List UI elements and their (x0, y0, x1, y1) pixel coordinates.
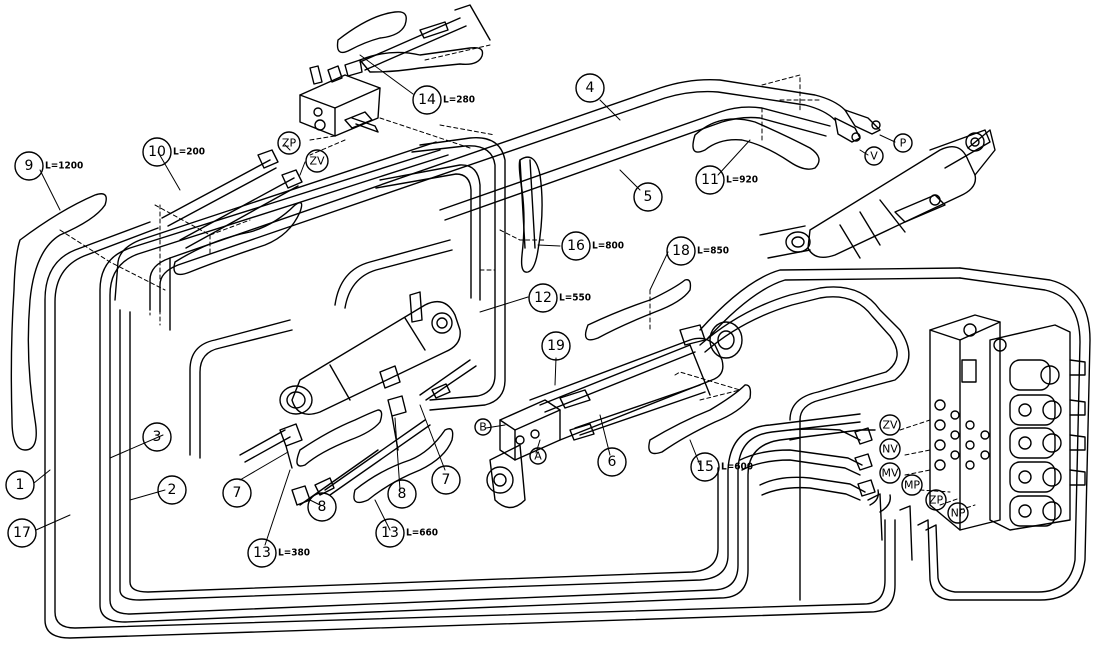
callout-number: 7 (233, 485, 242, 501)
callout-number: 6 (608, 454, 617, 470)
port-label: B (479, 421, 487, 434)
hydraulic-cylinder-center (279, 291, 461, 415)
main-pipe-bundle (44, 149, 896, 639)
callout-number: 2 (168, 482, 177, 498)
callout-length: L=380 (278, 548, 310, 559)
port-label: ZP (929, 494, 944, 507)
callout-number: 7 (442, 472, 451, 488)
callout-number: 9 (25, 158, 34, 174)
callout-number: 10 (148, 144, 166, 160)
callout-number: 4 (586, 80, 595, 96)
hose-14 (336, 11, 407, 54)
hose-16 (518, 156, 543, 273)
callout-length: L=660 (406, 528, 438, 539)
hose-13-380 (296, 409, 383, 467)
valve-block-top (299, 4, 491, 137)
port-label: NP (951, 507, 966, 520)
port-labels: ZP ZV P V A B ZV NV MV MP ZP NP (282, 137, 966, 520)
callout-number: 1 (16, 477, 25, 493)
hose-15 (648, 384, 752, 455)
callout-number: 5 (644, 189, 653, 205)
callout-length: L=200 (173, 147, 205, 158)
hose-14-lower (359, 46, 484, 73)
callout-number: 15 (696, 459, 714, 475)
callout-number: 3 (153, 429, 162, 445)
callout-number: 8 (318, 499, 327, 515)
callout-length: L=800 (592, 241, 624, 252)
port-label: MV (881, 467, 898, 480)
dashed-reference-lines (59, 44, 976, 511)
pipes-4-5 (114, 78, 846, 331)
hose-10 (173, 202, 303, 276)
control-block-pipes (699, 267, 1091, 601)
port-label: MP (904, 479, 920, 492)
callout-number: 13 (381, 525, 399, 541)
control-valve-block (929, 314, 1086, 531)
callout-number: 16 (567, 238, 585, 254)
callout-number: 18 (672, 243, 690, 259)
callout-length: L=850 (697, 246, 729, 257)
callout-number: 8 (398, 486, 407, 502)
callout-length: L=550 (559, 293, 591, 304)
port-label: ZV (309, 155, 325, 168)
pipes-zp-zv (161, 149, 303, 249)
hydraulic-cylinder-right (759, 129, 996, 259)
callout-circles (5, 73, 725, 568)
port-label: A (534, 450, 542, 463)
port-label: P (900, 137, 907, 150)
port-label: ZP (282, 137, 297, 150)
hose-13-660 (353, 428, 454, 504)
port-label: ZV (882, 419, 898, 432)
port-label: NV (882, 443, 898, 456)
callout-length: L=1200 (45, 161, 83, 172)
callout-number: 17 (13, 525, 31, 541)
port-label: V (870, 150, 878, 163)
callout-length: L=600 (721, 462, 753, 473)
callout-length: L=280 (443, 95, 475, 106)
hose-18 (584, 279, 692, 341)
hose-9 (10, 193, 107, 451)
callout-number: 13 (253, 545, 271, 561)
callout-number: 11 (701, 172, 719, 188)
hose-11 (692, 118, 820, 170)
callout-number: 12 (534, 290, 552, 306)
callout-number: 14 (418, 92, 436, 108)
leader-lines (33, 54, 896, 546)
callout-number: 19 (547, 338, 565, 354)
callout-length: L=920 (726, 175, 758, 186)
cylinder-top-fittings (834, 109, 881, 143)
port-circles (277, 131, 969, 524)
hydraulic-cylinder-lower (486, 286, 910, 509)
